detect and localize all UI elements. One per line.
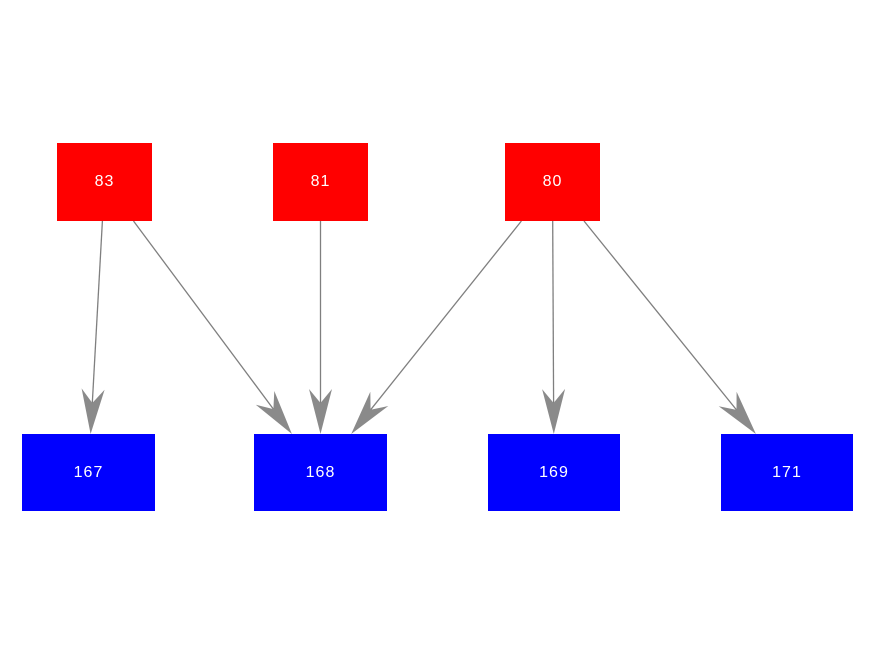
node-171: 171 — [721, 434, 853, 511]
node-label: 81 — [310, 173, 331, 190]
edge-83-168-line — [132, 220, 274, 410]
node-80: 80 — [505, 143, 600, 221]
node-label: 83 — [94, 173, 115, 190]
edge-80-168-line — [370, 220, 522, 411]
node-label: 169 — [539, 463, 569, 481]
node-label: 168 — [305, 463, 336, 481]
node-label: 171 — [772, 463, 802, 481]
edge-80-171-arrowhead-icon — [718, 391, 756, 434]
node-label: 167 — [73, 463, 104, 481]
node-169: 169 — [488, 434, 620, 511]
edge-80-169-line — [552, 220, 555, 404]
node-168: 168 — [254, 434, 387, 511]
edge-83-167-line — [91, 220, 104, 404]
node-81: 81 — [273, 143, 368, 221]
node-83: 83 — [57, 143, 152, 221]
edge-83-167-arrowhead-icon — [81, 388, 105, 434]
node-167: 167 — [22, 434, 155, 511]
edge-80-171-line — [583, 220, 738, 411]
node-label: 80 — [542, 173, 563, 190]
edge-81-168-arrowhead-icon — [309, 389, 332, 434]
edge-80-168-arrowhead-icon — [351, 391, 389, 434]
edge-80-169-arrowhead-icon — [542, 388, 566, 434]
edge-83-168-arrowhead-icon — [255, 391, 292, 434]
